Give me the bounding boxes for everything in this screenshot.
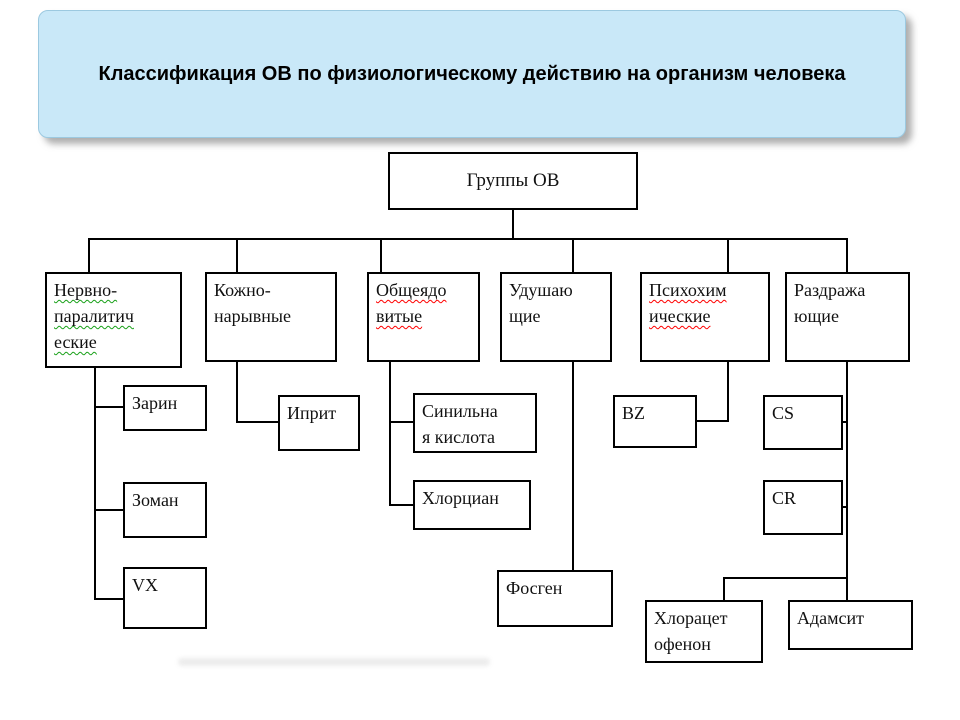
node-choking-agents: Удушаю щие: [500, 272, 612, 362]
connector-to-mustard: [236, 421, 278, 423]
node-soman-label: Зоман: [132, 490, 179, 510]
node-sarin-label: Зарин: [132, 393, 178, 413]
node-mustard-label: Иприт: [287, 403, 337, 423]
connector-stub-choking: [572, 238, 574, 272]
node-cr-label: CR: [772, 488, 797, 508]
node-adamsite: Адамсит: [788, 600, 913, 650]
node-chloroacetophenone-label: Хлорацет офенон: [654, 608, 728, 655]
node-vx: VX: [123, 567, 207, 629]
node-blister-label: Кожно- нарывные: [214, 280, 291, 327]
node-cr: CR: [763, 480, 843, 535]
node-psychochemical-label: Психохим ические: [649, 280, 727, 327]
node-nerve-label: Нервно- паралитич еские: [54, 280, 134, 353]
connector-general-poison-vertical: [389, 362, 391, 506]
node-bz-label: BZ: [622, 403, 646, 423]
node-chloroacetophenone: Хлорацет офенон: [645, 600, 763, 663]
node-nerve-agents: Нервно- паралитич еские: [45, 272, 182, 368]
connector-to-bz: [697, 420, 729, 422]
node-general-poison-label: Общеядо витые: [376, 280, 447, 327]
connector-stub-psychochemical: [727, 238, 729, 272]
connector-to-vx: [94, 598, 123, 600]
node-adamsite-label: Адамсит: [797, 608, 865, 628]
faded-caption-artifact: [178, 658, 490, 666]
node-irritant-label: Раздража ющие: [794, 280, 866, 327]
node-phosgene-label: Фосген: [506, 578, 563, 598]
connector-irritant-vertical: [846, 362, 848, 600]
node-general-poison-agents: Общеядо витые: [367, 272, 480, 362]
node-hydrocyanic-acid: Синильна я кислота: [413, 393, 537, 453]
node-psychochemical-agents: Психохим ические: [640, 272, 770, 362]
connector-to-soman: [94, 509, 123, 511]
connector-irritant-bottom-horizontal: [723, 577, 848, 579]
node-vx-label: VX: [132, 575, 158, 595]
connector-to-cr: [841, 506, 848, 508]
node-hydrocyanic-label: Синильна я кислота: [422, 401, 498, 448]
connector-main-horizontal: [88, 238, 848, 240]
connector-to-hydrocyanic: [389, 421, 413, 423]
node-phosgene: Фосген: [497, 570, 613, 627]
connector-stub-nerve: [88, 238, 90, 272]
node-mustard-gas: Иприт: [278, 395, 360, 451]
connector-to-cs: [841, 421, 848, 423]
connector-stub-general-poison: [380, 238, 382, 272]
connector-to-sarin: [94, 406, 123, 408]
connector-to-chloroacetophenone: [723, 577, 725, 602]
node-sarin: Зарин: [123, 385, 207, 431]
node-choking-label: Удушаю щие: [509, 280, 573, 327]
connector-to-cyanogen-chloride: [389, 504, 413, 506]
node-cs-label: CS: [772, 403, 795, 423]
connector-nerve-vertical: [94, 368, 96, 600]
node-cs: CS: [763, 395, 843, 450]
connector-root-stem: [512, 208, 514, 238]
connector-psychochemical-vertical: [727, 362, 729, 422]
connector-stub-irritant: [846, 238, 848, 272]
node-bz: BZ: [613, 395, 697, 448]
node-root: Группы ОВ: [388, 152, 638, 210]
node-soman: Зоман: [123, 482, 207, 538]
connector-choking-vertical: [572, 362, 574, 570]
node-root-label: Группы ОВ: [466, 170, 560, 192]
node-cyanogen-chloride-label: Хлорциан: [422, 488, 499, 508]
connector-stub-blister: [236, 238, 238, 272]
page-title: Классификация ОВ по физиологическому дей…: [98, 62, 846, 85]
node-irritant-agents: Раздража ющие: [785, 272, 910, 362]
title-panel: Классификация ОВ по физиологическому дей…: [38, 10, 906, 138]
connector-blister-vertical: [236, 362, 238, 423]
node-cyanogen-chloride: Хлорциан: [413, 480, 531, 530]
node-blister-agents: Кожно- нарывные: [205, 272, 337, 362]
